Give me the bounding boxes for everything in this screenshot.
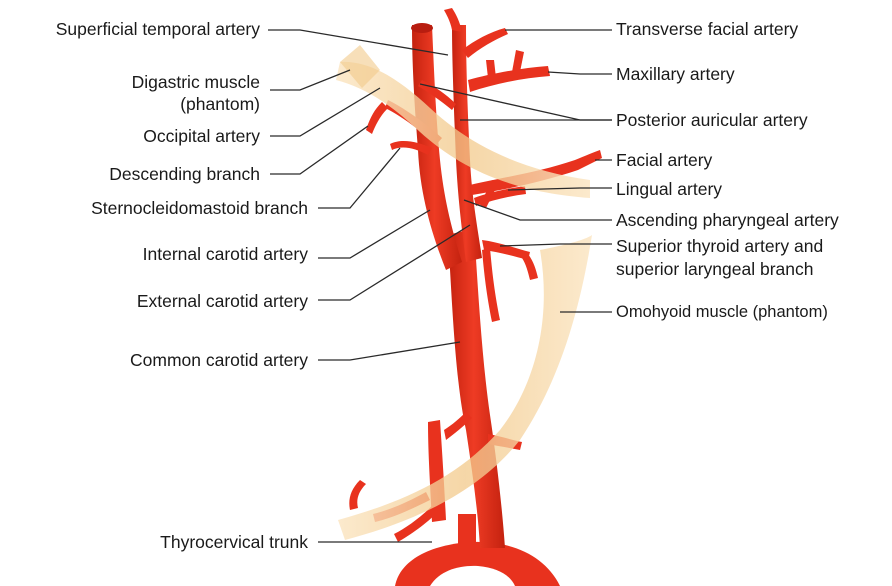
label-superficial-temporal-artery: Superficial temporal artery [56, 19, 260, 40]
label-descending-branch: Descending branch [109, 164, 260, 185]
label-digastric-muscle-line1: Digastric muscle [132, 72, 260, 93]
label-ascending-pharyngeal-artery: Ascending pharyngeal artery [616, 210, 839, 231]
label-thyrocervical-trunk: Thyrocervical trunk [160, 532, 308, 553]
label-sternocleidomastoid-branch: Sternocleidomastoid branch [91, 198, 308, 219]
label-external-carotid-artery: External carotid artery [137, 291, 308, 312]
common-carotid-artery [448, 228, 505, 548]
label-omohyoid-muscle: Omohyoid muscle (phantom) [616, 302, 828, 323]
label-common-carotid-artery: Common carotid artery [130, 350, 308, 371]
aortic-arch [395, 542, 560, 586]
label-facial-artery: Facial artery [616, 150, 712, 171]
label-posterior-auricular-artery: Posterior auricular artery [616, 110, 808, 131]
internal-carotid-top [411, 23, 433, 33]
label-digastric-muscle-line2: (phantom) [180, 94, 260, 115]
maxillary-vessel [468, 66, 550, 92]
label-superior-thyroid-line1: Superior thyroid artery and [616, 236, 823, 257]
superficial-temporal-vessel [444, 8, 462, 32]
label-superior-thyroid-line2: superior laryngeal branch [616, 259, 813, 280]
label-occipital-artery: Occipital artery [143, 126, 260, 147]
transverse-facial-vessel [462, 28, 508, 58]
label-transverse-facial-artery: Transverse facial artery [616, 19, 798, 40]
label-lingual-artery: Lingual artery [616, 179, 722, 200]
label-maxillary-artery: Maxillary artery [616, 64, 735, 85]
label-internal-carotid-artery: Internal carotid artery [143, 244, 308, 265]
